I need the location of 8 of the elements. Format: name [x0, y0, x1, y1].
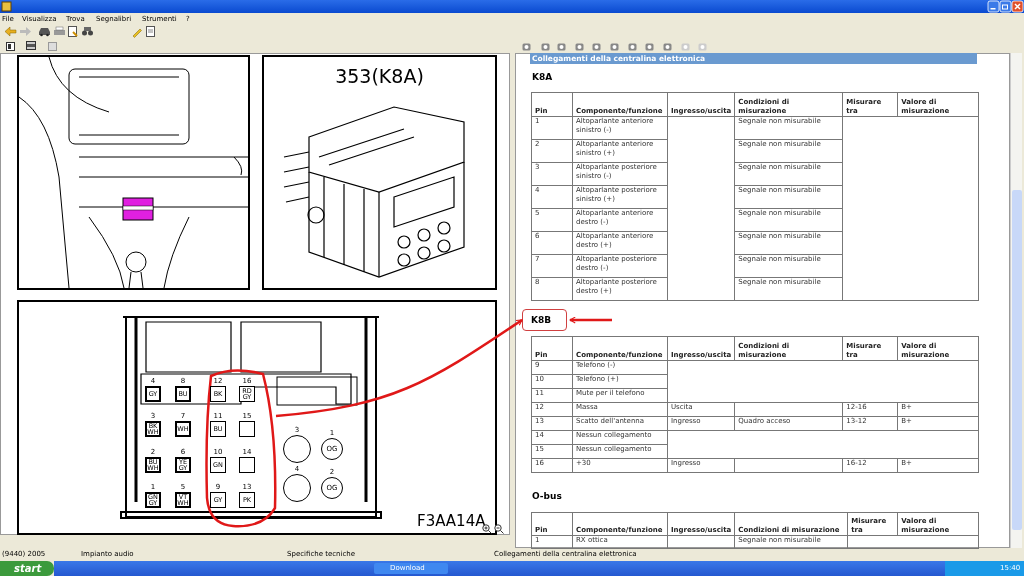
section-heading: K8A	[532, 72, 553, 82]
figure-title: 353(K8A)	[334, 65, 425, 87]
start-button: start	[0, 561, 54, 576]
arrow	[569, 316, 612, 324]
figure-code: F3AA14A	[417, 512, 486, 530]
arrow	[275, 318, 523, 418]
section-heading: O-bus	[532, 491, 562, 501]
highlighted-heading: K8B	[522, 309, 567, 331]
